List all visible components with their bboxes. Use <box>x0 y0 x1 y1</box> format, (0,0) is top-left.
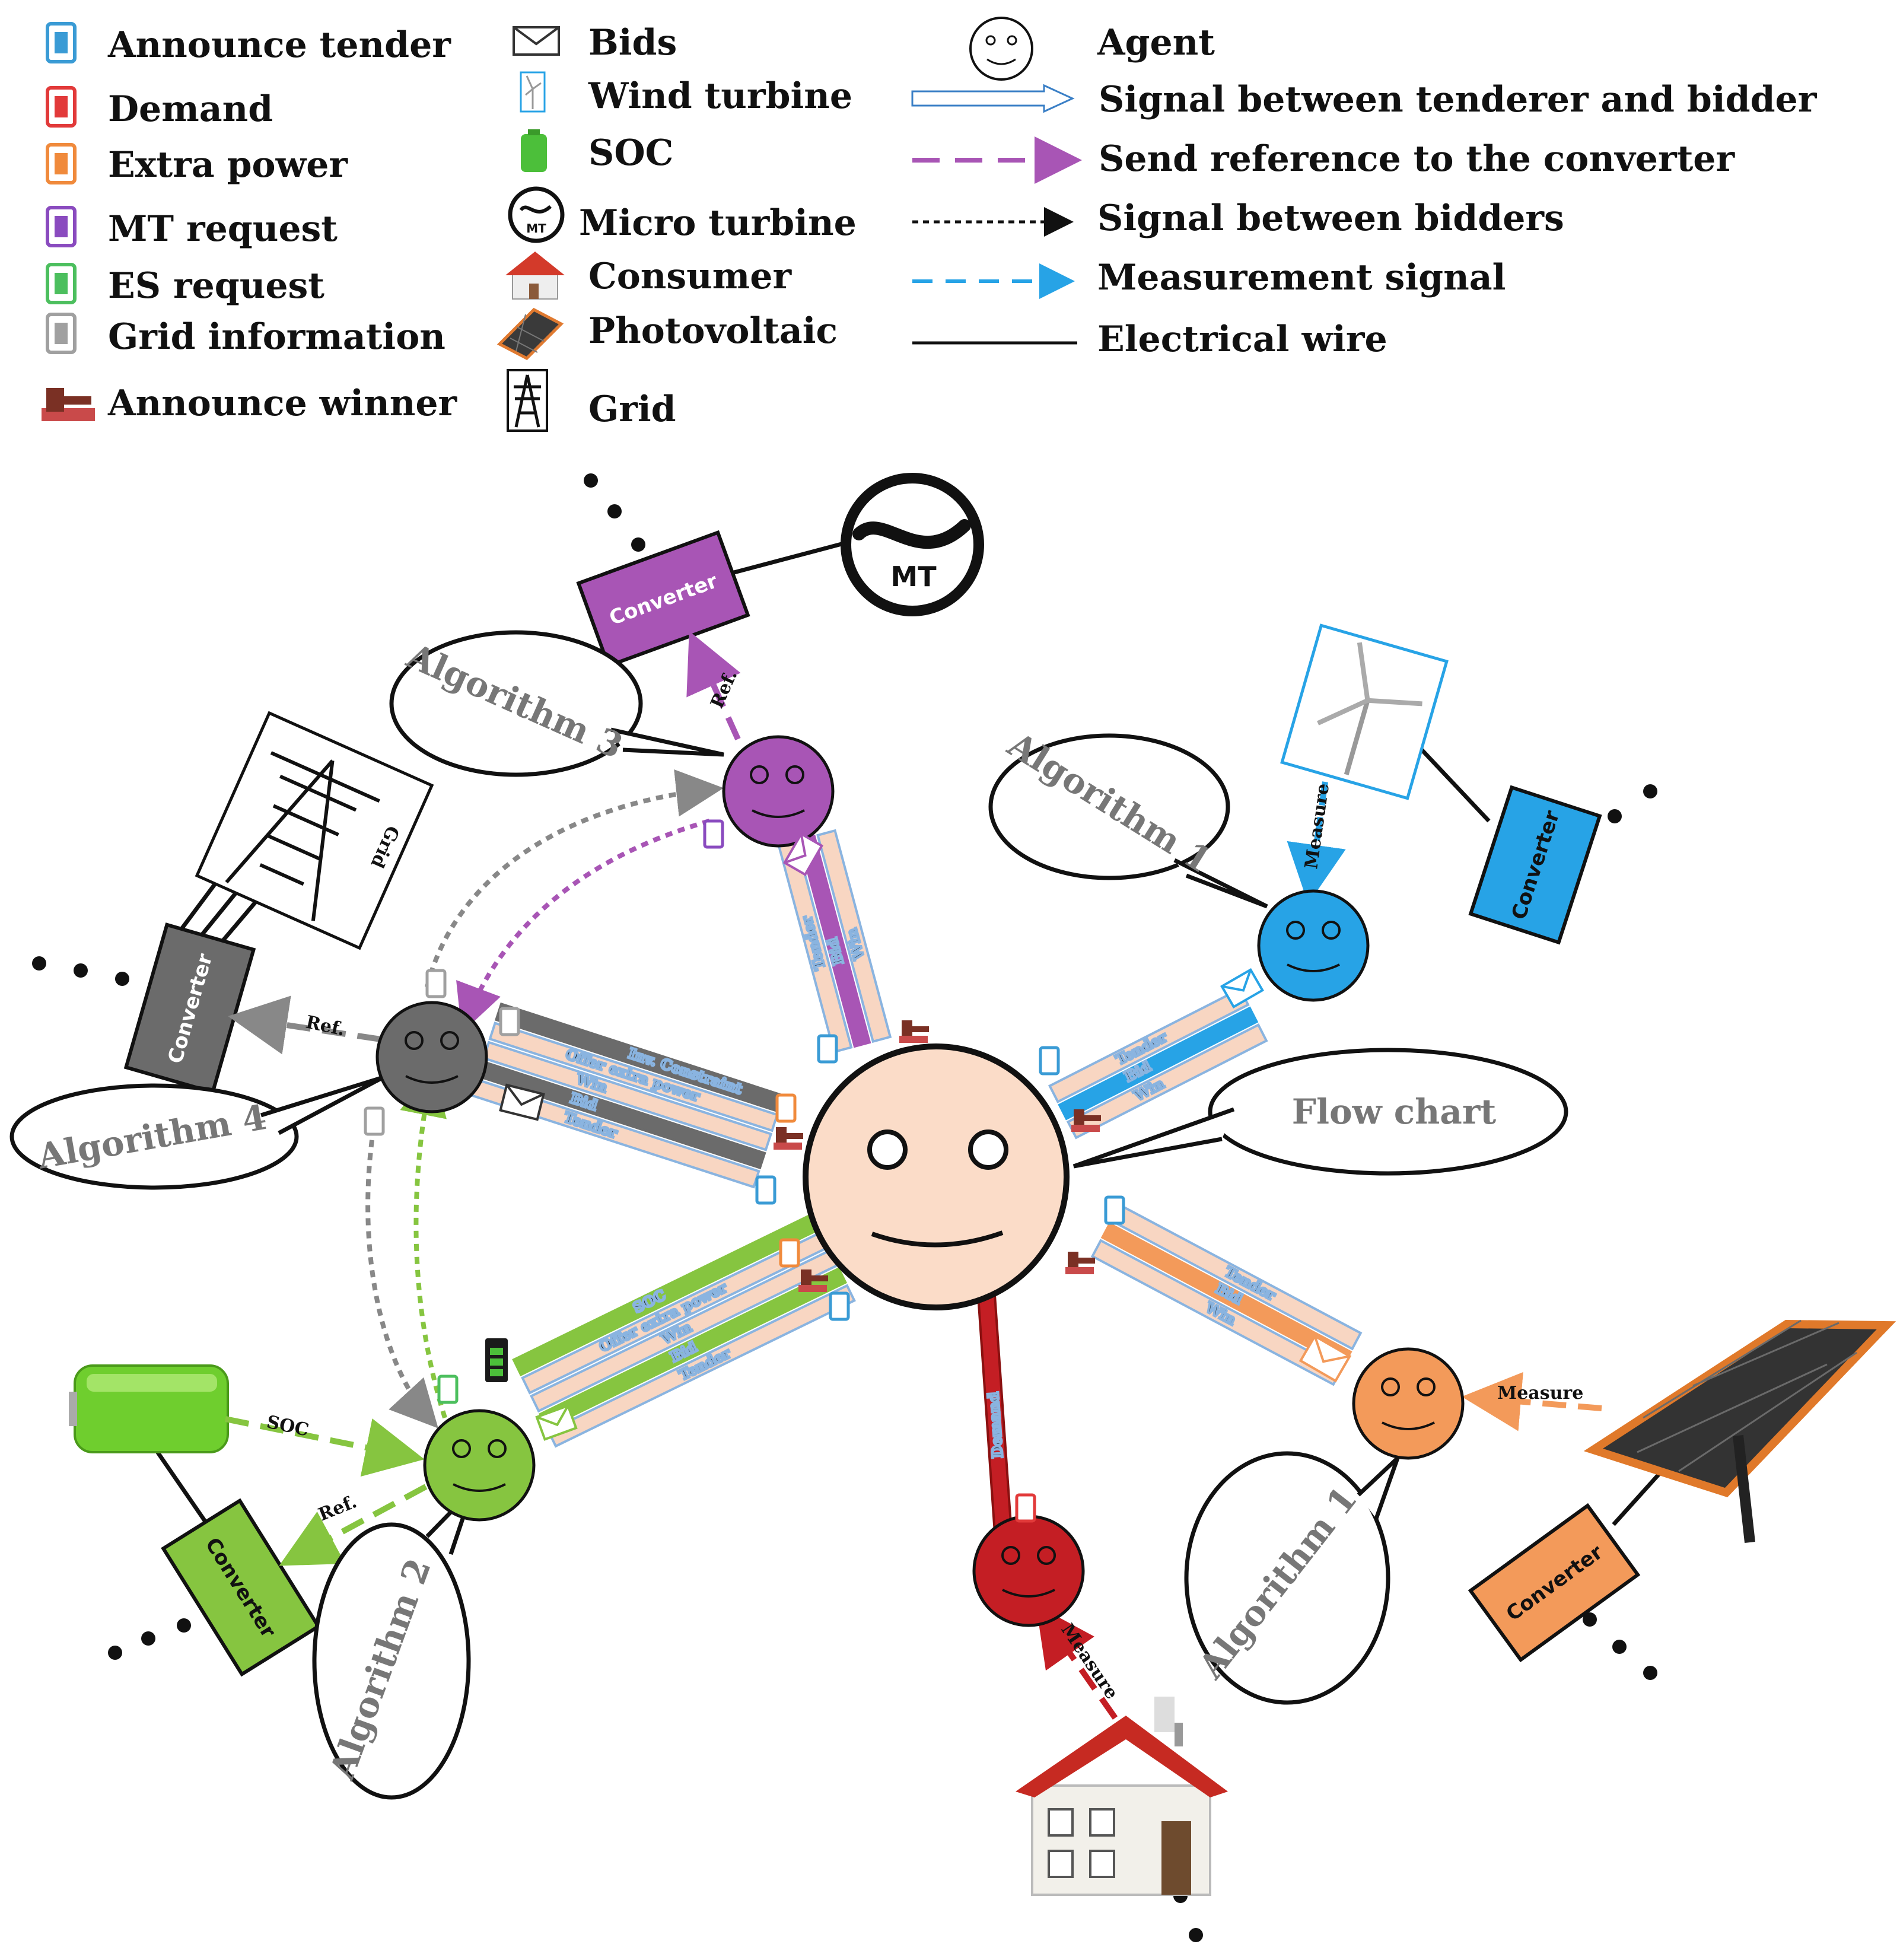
agents <box>375 735 1465 1627</box>
legend-label: Signal between bidders <box>1097 198 1564 239</box>
legend-label: Announce tender <box>107 24 451 66</box>
battery-icon <box>521 129 547 172</box>
legend-label: Electrical wire <box>1097 319 1387 360</box>
solar-panel-picture <box>1583 1319 1896 1543</box>
converter-grid: Converter <box>123 922 256 1094</box>
soc-label: SOC <box>265 1412 310 1441</box>
wind-turbine-icon <box>520 71 546 113</box>
converter-mt: Converter <box>576 530 750 669</box>
pv-agent <box>1352 1347 1465 1460</box>
bid-envelopes <box>499 832 1352 1441</box>
house-icon <box>505 252 565 300</box>
cloud-algorithm-4: Algorithm 4 <box>9 1075 384 1190</box>
battery-picture <box>69 1364 229 1453</box>
mt-agent <box>722 735 835 848</box>
cloud-algorithm-1-pv: Algorithm 1 <box>1184 1451 1400 1705</box>
cloud-algorithm-1-wind: Algorithm 1 <box>988 724 1268 909</box>
micro-turbine-label: MT <box>526 221 546 236</box>
signal-es-to-grid <box>400 1068 447 1419</box>
legend-label: Photovoltaic <box>588 310 838 352</box>
winner-gavels <box>774 1020 1101 1292</box>
solar-panel-icon <box>497 307 564 361</box>
converter-es: Converter <box>161 1498 321 1677</box>
cloud-flow-chart: Flow chart <box>1072 1048 1568 1176</box>
wind-agent <box>1257 889 1370 1002</box>
micro-turbine-icon: MT <box>508 186 565 243</box>
gavel-icon <box>42 388 95 421</box>
legend-label: Extra power <box>108 144 348 186</box>
status-icons <box>364 819 1125 1523</box>
legend-label: Send reference to the converter <box>1099 138 1735 180</box>
wind-turbine-picture <box>1280 623 1449 800</box>
legend-label: Bids <box>588 22 677 63</box>
hollow-arrow-icon <box>911 84 1075 113</box>
tender-icon <box>46 22 77 63</box>
converter-pv: Converter <box>1468 1503 1641 1663</box>
legend-label: Grid <box>588 389 676 430</box>
pylon-icon <box>507 369 548 432</box>
signal-mt-to-grid <box>456 819 711 1033</box>
es-agent <box>423 1409 536 1522</box>
legend-label: Signal between tenderer and bidder <box>1099 79 1818 120</box>
consumer-agent <box>972 1514 1085 1627</box>
cloud-algorithm-2: Algorithm 2 <box>312 1488 475 1800</box>
grid-info-icon <box>46 313 77 354</box>
grid-agent <box>375 1001 488 1113</box>
measure-label: Measure <box>1497 1383 1583 1404</box>
ref-label: Ref. <box>304 1012 346 1041</box>
flow-chart-label: Flow chart <box>1292 1092 1497 1132</box>
legend-label: SOC <box>588 132 673 174</box>
micro-turbine: MT <box>841 473 984 616</box>
envelope-icon <box>513 26 560 56</box>
legend-label: Micro turbine <box>579 202 857 244</box>
legend-label: Wind turbine <box>588 75 852 117</box>
smiley-icon <box>969 17 1033 81</box>
measure-label: Measure <box>1056 1620 1122 1703</box>
signal-grid-to-es <box>365 1127 438 1428</box>
central-agent <box>803 1043 1070 1310</box>
legend-label: Agent <box>1097 22 1215 63</box>
extra-power-icon <box>46 143 77 184</box>
mt-request-icon <box>46 206 77 247</box>
measure-label: Measure <box>1301 782 1333 870</box>
cloud-algorithm-3: Algorithm 3 <box>389 630 724 777</box>
micro-turbine-label: MT <box>890 561 937 593</box>
legend-column-1: Announce tender Demand Extra power MT re… <box>42 22 458 424</box>
reference-signals <box>225 631 1602 1720</box>
ref-label: Ref. <box>316 1491 360 1525</box>
signal-grid-to-mt <box>425 769 724 988</box>
legend-label: Announce winner <box>107 383 458 424</box>
grid-pylon-picture: Grid <box>195 711 434 950</box>
legend-column-3: Agent Signal between tenderer and bidder… <box>911 17 1818 360</box>
legend-column-2: Bids Wind turbine SOC MT Micro turbine C… <box>497 22 857 432</box>
demand-icon <box>46 86 77 128</box>
converter-wind: Converter <box>1468 785 1602 945</box>
legend-label: Measurement signal <box>1097 257 1506 298</box>
legend-label: Grid information <box>108 316 445 358</box>
legend-label: Demand <box>108 88 273 130</box>
legend-label: ES request <box>108 265 324 307</box>
ref-label: Ref. <box>706 667 741 711</box>
legend-label: MT request <box>108 208 338 250</box>
house-picture <box>1016 1697 1228 1896</box>
thought-clouds: Algorithm 3 Algorithm 1 Algorithm 4 Flow… <box>9 630 1568 1800</box>
es-request-icon <box>46 263 77 304</box>
legend-label: Consumer <box>588 256 792 297</box>
